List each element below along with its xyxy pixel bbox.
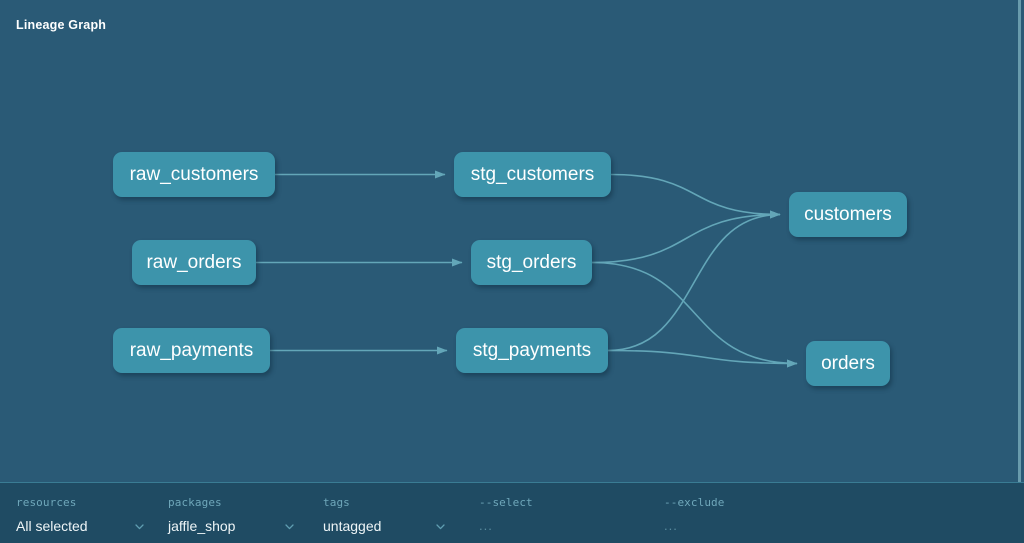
filter-exclude-value: ... [664,518,678,533]
filter-tags-select[interactable]: untagged [323,518,447,534]
chevron-down-icon [434,520,447,533]
filter-select-label: --select [479,496,533,509]
filter-tags-label: tags [323,496,350,509]
graph-node-stg_payments[interactable]: stg_payments [456,328,608,373]
filter-tags-value: untagged [323,518,382,534]
graph-node-label: stg_payments [472,340,592,361]
graph-node-label: raw_customers [129,164,259,185]
graph-node-raw_customers[interactable]: raw_customers [113,152,275,197]
graph-node-raw_orders[interactable]: raw_orders [132,240,256,285]
filter-packages: packages jaffle_shop [168,496,296,534]
filter-exclude-input[interactable]: ... [664,518,824,533]
graph-node-label: raw_payments [129,340,254,361]
page-title: Lineage Graph [16,18,107,32]
chevron-down-icon [133,520,146,533]
graph-node-raw_payments[interactable]: raw_payments [113,328,270,373]
graph-node-stg_orders[interactable]: stg_orders [471,240,592,285]
filter-toolbar: resources All selected packages jaffle_s… [0,482,1024,543]
filter-select-value: ... [479,518,493,533]
graph-node-label: raw_orders [146,252,242,273]
filter-exclude: --exclude ... [664,496,824,533]
filter-select-input[interactable]: ... [479,518,639,533]
filter-resources-select[interactable]: All selected [16,518,146,534]
graph-node-stg_customers[interactable]: stg_customers [454,152,611,197]
filter-packages-label: packages [168,496,222,509]
filter-tags: tags untagged [323,496,447,534]
node-layer: raw_customers raw_orders raw_payments stg_c… [113,152,907,386]
chevron-down-icon [283,520,296,533]
scroll-gutter[interactable] [1018,0,1021,482]
filter-resources-value: All selected [16,518,88,534]
filter-select: --select ... [479,496,639,533]
graph-node-label: orders [821,353,875,374]
filter-packages-select[interactable]: jaffle_shop [168,518,296,534]
filter-resources-label: resources [16,496,77,509]
graph-node-label: stg_customers [470,164,595,185]
filter-packages-value: jaffle_shop [168,518,236,534]
filter-resources: resources All selected [16,496,146,534]
graph-node-label: stg_orders [486,252,577,273]
filter-exclude-label: --exclude [664,496,725,509]
graph-node-orders[interactable]: orders [806,341,890,386]
graph-node-label: customers [804,204,892,225]
graph-node-customers[interactable]: customers [789,192,907,237]
